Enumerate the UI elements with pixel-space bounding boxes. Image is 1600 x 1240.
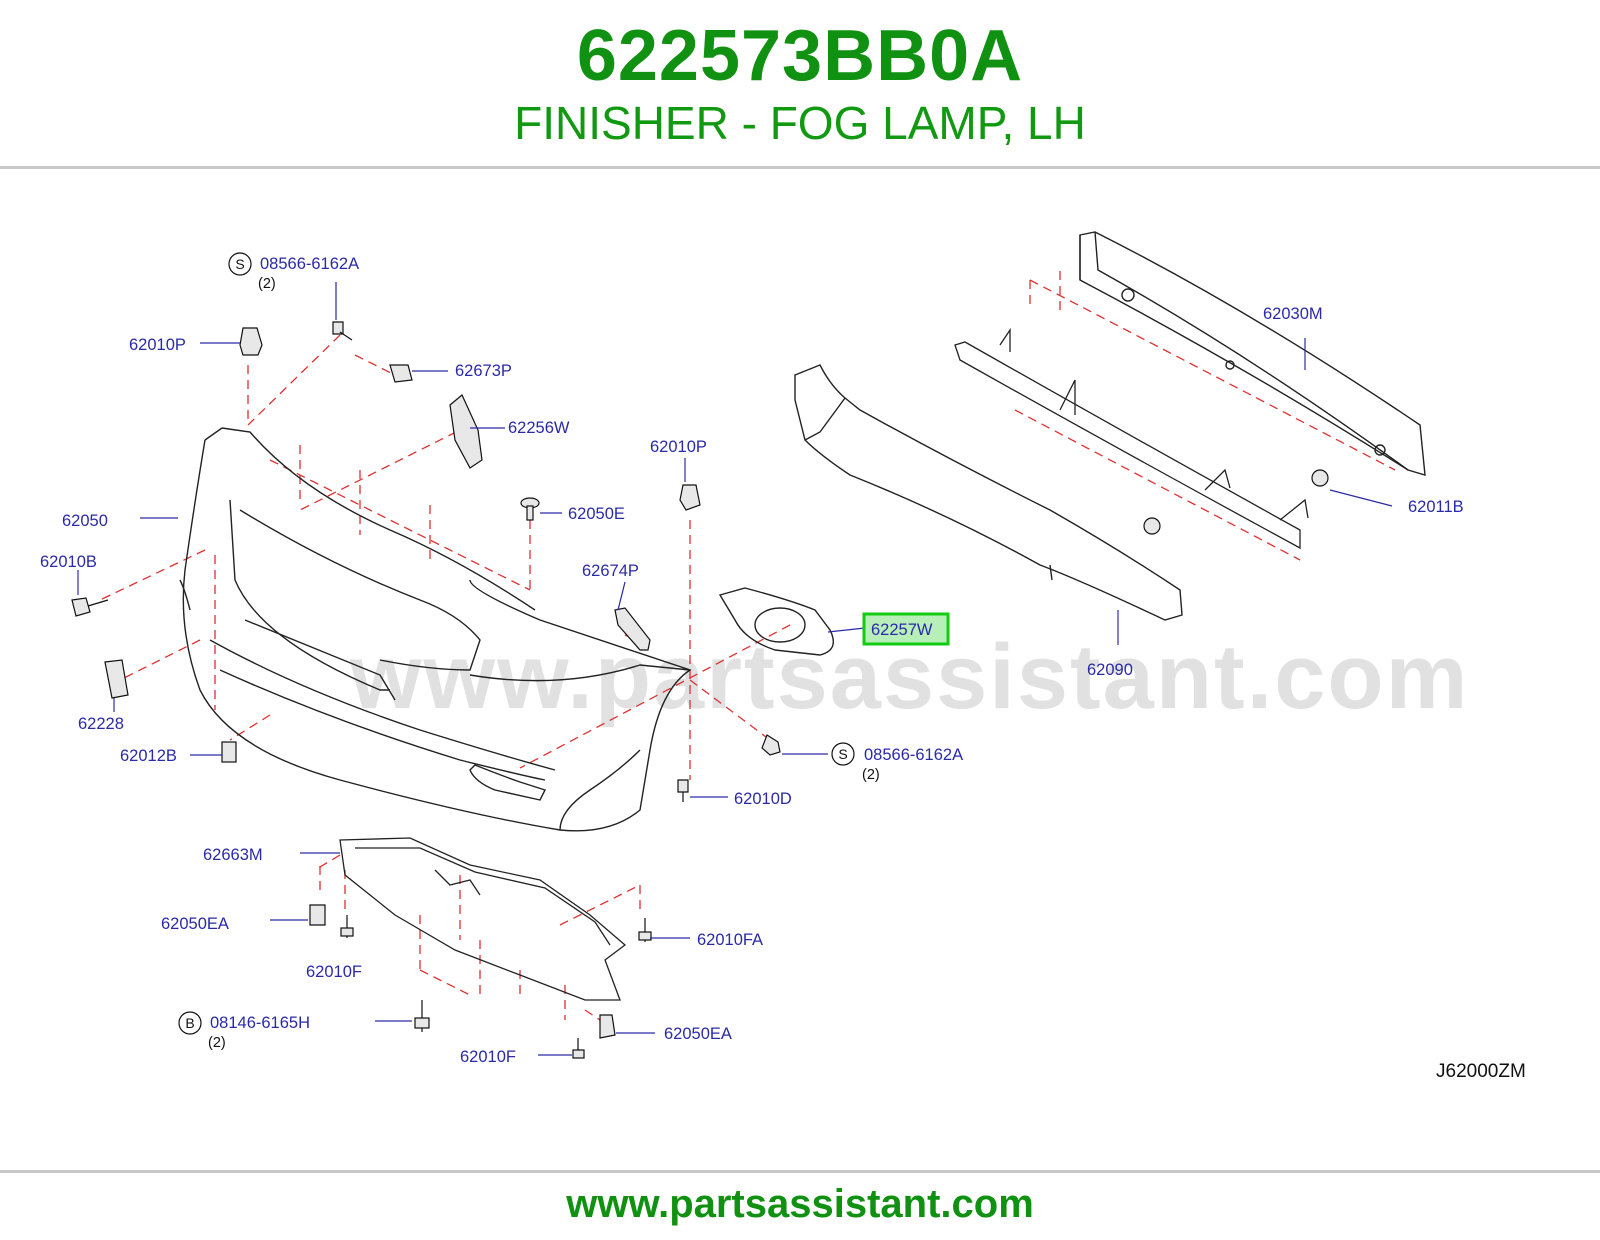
bumper-reinforcement bbox=[1079, 231, 1426, 476]
callout-label: 62012B bbox=[120, 747, 177, 765]
callout-label: 62010F bbox=[460, 1048, 516, 1066]
callout-labels: S 08566-6162A (2) 62010P 62673P 62256W 6… bbox=[40, 252, 1526, 1082]
callout-label: 62256W bbox=[508, 419, 570, 437]
diagram-code: J62000ZM bbox=[1436, 1061, 1526, 1082]
callout-label: 62010FA bbox=[697, 931, 763, 949]
callout-label: 62010D bbox=[734, 790, 792, 808]
bumper-bracket-rail bbox=[954, 327, 1309, 550]
highlighted-part-box bbox=[862, 612, 950, 646]
callout-label: 62010B bbox=[40, 553, 97, 571]
callout-label: 08566-6162A bbox=[260, 255, 359, 273]
energy-absorber bbox=[794, 364, 1183, 621]
callout-symbol-s-text: S bbox=[235, 256, 244, 272]
page-header: 622573BB0A FINISHER - FOG LAMP, LH bbox=[0, 0, 1600, 168]
callout-symbol-b bbox=[178, 1011, 202, 1035]
callout-label: 62673P bbox=[455, 362, 512, 380]
engine-undercover bbox=[339, 837, 627, 1001]
callout-label: 62010P bbox=[129, 336, 186, 354]
callout-label: 62030M bbox=[1263, 305, 1323, 323]
callout-label: 62010F bbox=[306, 963, 362, 981]
callout-label: 62050EA bbox=[664, 1025, 732, 1043]
callout-label: 08566-6162A bbox=[864, 746, 963, 764]
callout-symbol-s bbox=[228, 252, 252, 276]
fog-lamp-finisher-lh bbox=[718, 587, 834, 656]
callout-label: 62011B bbox=[1408, 498, 1464, 516]
header-divider bbox=[0, 166, 1600, 169]
callout-qty: (2) bbox=[258, 276, 276, 292]
part-number-title: 622573BB0A bbox=[576, 16, 1024, 96]
part-name-subtitle: FINISHER - FOG LAMP, LH bbox=[514, 97, 1086, 149]
callout-label: 08146-6165H bbox=[210, 1014, 310, 1032]
callout-leaders bbox=[77, 282, 1393, 1056]
callout-label: 62050EA bbox=[161, 915, 229, 933]
callout-label: 62674P bbox=[582, 562, 639, 580]
assembly-dash-lines bbox=[99, 265, 1396, 1021]
callout-label: 62050E bbox=[568, 505, 625, 523]
front-bumper-fascia bbox=[179, 427, 692, 832]
callout-symbol-s bbox=[831, 742, 855, 766]
callout-label-highlighted: 62257W bbox=[871, 621, 933, 639]
fastener-parts bbox=[71, 321, 1329, 1059]
footer-divider bbox=[0, 1170, 1600, 1173]
callout-qty: (2) bbox=[862, 767, 880, 783]
callout-qty: (2) bbox=[208, 1035, 226, 1051]
callout-label: 62090 bbox=[1087, 661, 1133, 679]
callout-symbol-b-text: B bbox=[185, 1015, 194, 1031]
callout-label: 62228 bbox=[78, 715, 124, 733]
callout-symbol-s-text: S bbox=[838, 746, 847, 762]
callout-label: 62010P bbox=[650, 438, 707, 456]
exploded-parts-diagram: S 08566-6162A (2) 62010P 62673P 62256W 6… bbox=[40, 231, 1526, 1082]
callout-label: 62663M bbox=[203, 846, 263, 864]
callout-label: 62050 bbox=[62, 512, 108, 530]
footer-website-link[interactable]: www.partsassistant.com bbox=[566, 1182, 1034, 1226]
